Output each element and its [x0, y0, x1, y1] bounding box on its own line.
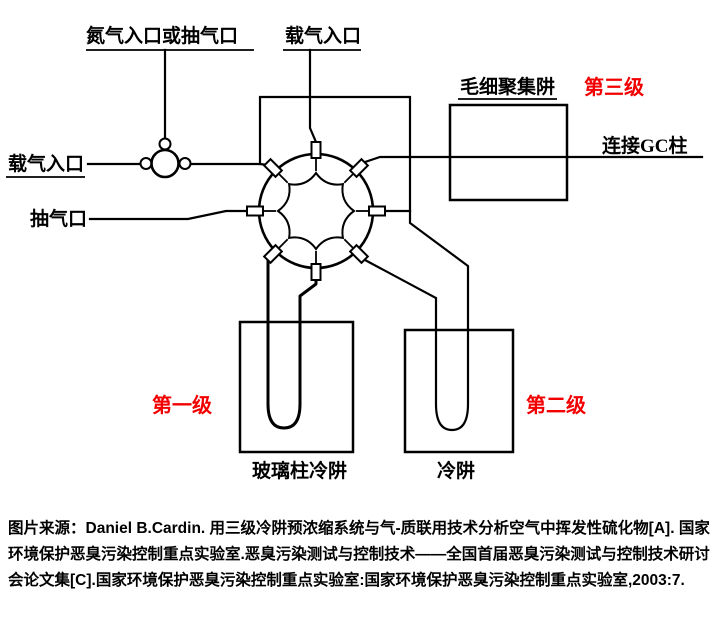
inlet-valve-top-nut — [158, 137, 172, 151]
rotary-valve-ports — [246, 141, 386, 281]
carrier-top-line — [308, 48, 318, 144]
stage3-label: 第三级 — [584, 75, 644, 99]
inlet-valve-right-nut — [178, 157, 192, 170]
valve-port-right — [368, 205, 386, 217]
preconcentrator-diagram: 氮气入口或抽气口 载气入口 载气入口 抽气口 毛细聚集阱 连接GC柱 玻璃柱冷阱… — [6, 24, 704, 482]
pump-port-label: 抽气口 — [30, 207, 87, 230]
valve-to-rotary-line — [189, 162, 270, 167]
cold-trap-box — [403, 328, 515, 454]
rotary-valve-rotor — [276, 171, 356, 251]
stage2-label: 第二级 — [526, 393, 586, 417]
valve-port-lower-left — [262, 243, 284, 265]
stage1-label: 第一级 — [152, 393, 212, 417]
inlet-valve-left-nut — [139, 157, 153, 170]
valve-port-left — [246, 205, 264, 217]
pump-port-line — [88, 209, 249, 221]
diagram-canvas: 氮气入口或抽气口 载气入口 载气入口 抽气口 毛细聚集阱 连接GC柱 玻璃柱冷阱… — [6, 24, 704, 482]
rotary-valve-stubs — [264, 159, 368, 263]
valve-port-upper-left — [262, 157, 284, 179]
valve-port-lower-right — [348, 243, 370, 265]
gc-column-label: 连接GC柱 — [602, 134, 688, 157]
glass-trap-u-tube — [266, 256, 318, 430]
inlet-valve-body — [150, 148, 180, 179]
capillary-trap-box — [448, 103, 569, 202]
carrier-inlet-top-label: 载气入口 — [285, 24, 361, 47]
cold-trap-label: 冷阱 — [437, 459, 475, 482]
glass-column-trap-label: 玻璃柱冷阱 — [252, 459, 347, 482]
carrier-inlet-left-label: 载气入口 — [8, 152, 84, 175]
inlet-valve — [139, 137, 192, 179]
bypass-and-cold-trap-tube — [258, 95, 470, 432]
glass-column-trap-box — [238, 320, 355, 454]
nitrogen-inlet-label: 氮气入口或抽气口 — [86, 24, 238, 47]
gc-column-line — [363, 155, 704, 164]
valve-port-upper-right — [348, 157, 370, 179]
caption: 图片来源：Daniel B.Cardin. 用三级冷阱预浓缩系统与气-质联用技术… — [8, 519, 710, 589]
capillary-trap-label: 毛细聚集阱 — [460, 75, 555, 98]
valve-port-bottom — [310, 263, 322, 281]
valve-port-top — [310, 141, 322, 159]
rotary-valve — [246, 141, 386, 281]
